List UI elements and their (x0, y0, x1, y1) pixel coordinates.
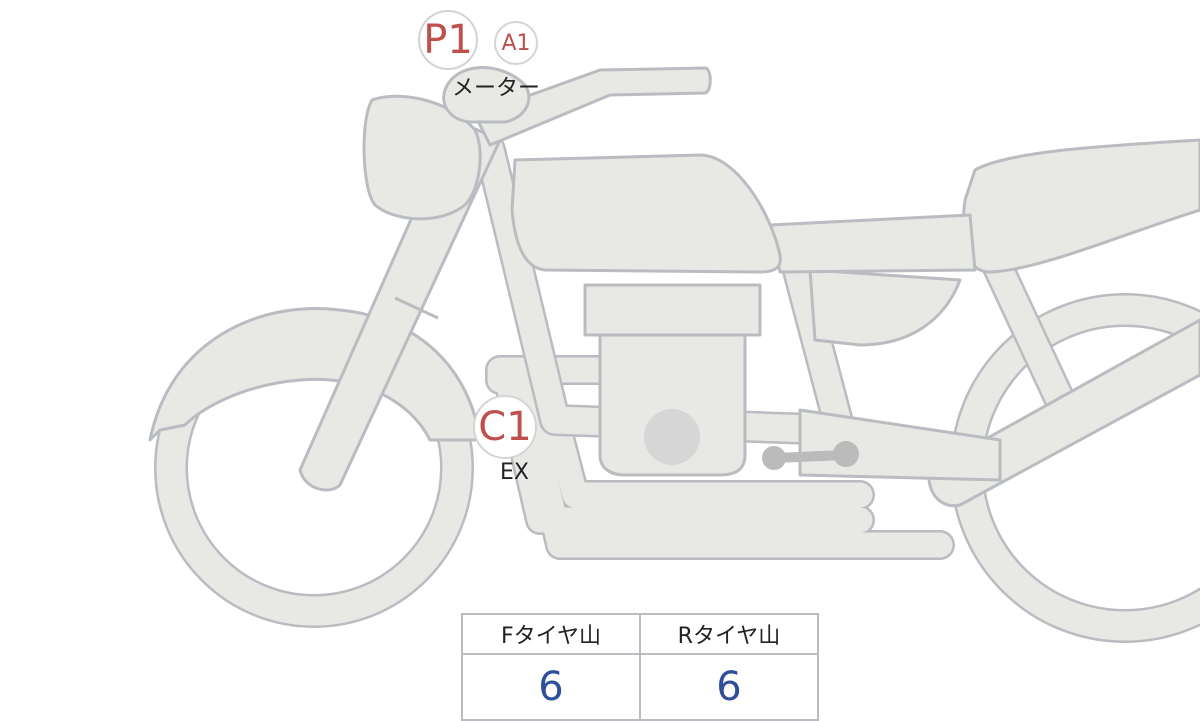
rear-tire-header: Rタイヤ山 (639, 613, 819, 655)
front-tire-value: 6 (461, 653, 641, 721)
rear-frame-rail (768, 213, 977, 274)
marker-a1[interactable]: A1 (494, 21, 538, 65)
tire-tread-table: Fタイヤ山 Rタイヤ山 6 6 (461, 613, 819, 721)
rear-tire-value: 6 (639, 653, 819, 721)
front-tire-header: Fタイヤ山 (461, 613, 641, 655)
engine-cover-circle (644, 409, 700, 465)
seat (961, 138, 1200, 274)
engine-head (583, 283, 762, 337)
side-cover (808, 268, 962, 347)
fuel-tank (510, 153, 782, 274)
marker-p1-label: メーター (452, 76, 541, 101)
marker-c1[interactable]: C1 (473, 395, 537, 459)
front-fender (148, 307, 482, 442)
marker-p1[interactable]: P1 (418, 10, 478, 70)
engine-block (598, 333, 747, 477)
handlebar (473, 66, 712, 147)
footpeg (762, 441, 859, 470)
marker-c1-label: EX (500, 460, 529, 485)
meter (442, 66, 531, 124)
